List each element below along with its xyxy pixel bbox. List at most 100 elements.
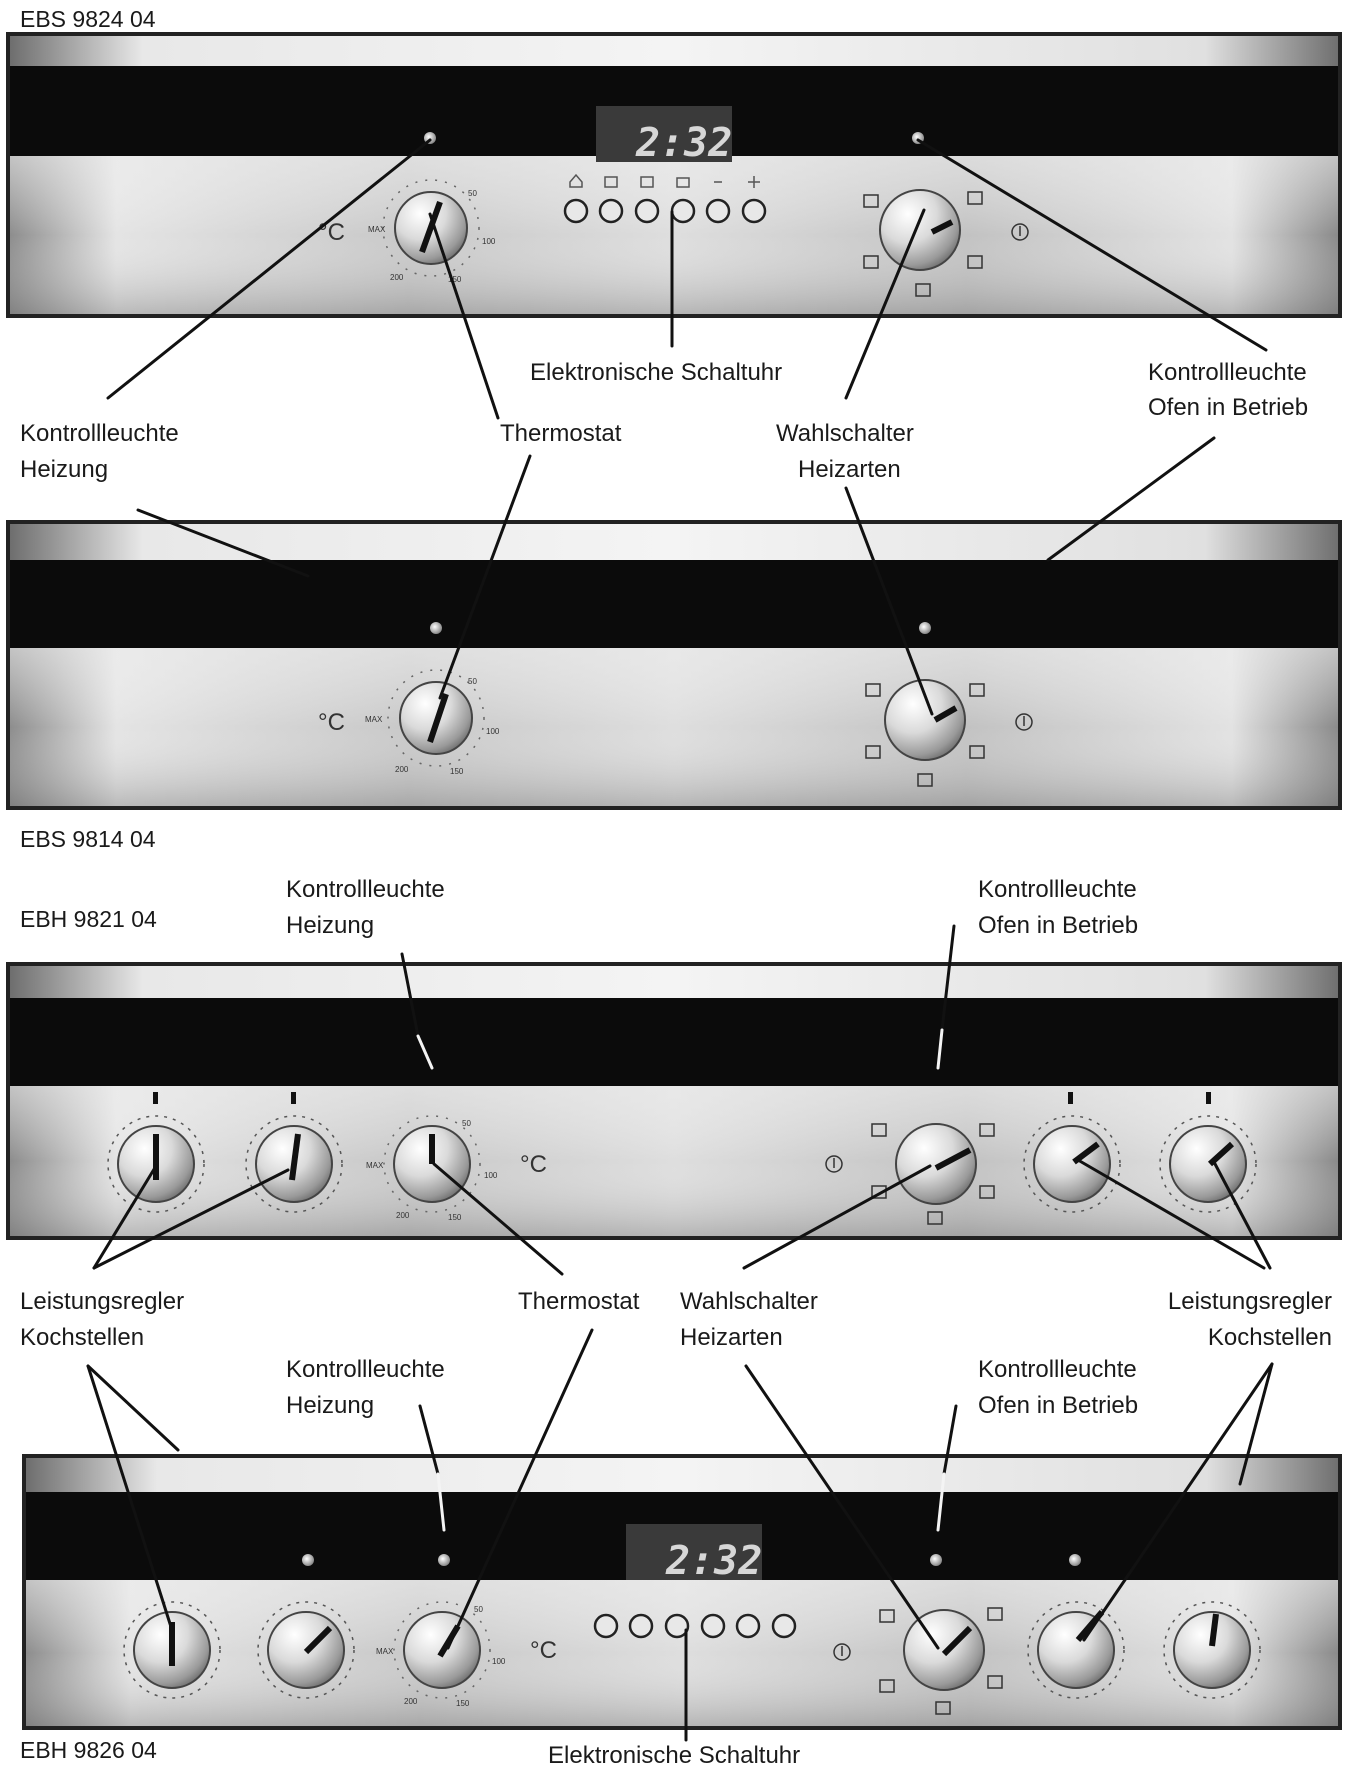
thermo-200-tick: 200	[395, 765, 409, 774]
label-power-left-1: Leistungsregler	[20, 1288, 185, 1315]
oven-light-icon	[930, 1554, 942, 1566]
label-selector-mid-1: Wahlschalter	[680, 1288, 818, 1315]
heating-mode-icon	[865, 683, 881, 697]
timer-button-minus[interactable]	[735, 1613, 761, 1639]
thermo-200-tick: 200	[396, 1211, 410, 1220]
heating-mode-icon	[917, 773, 933, 787]
thermo-150-tick: 150	[448, 1213, 462, 1222]
thermo-max-tick: MAX	[368, 225, 386, 234]
thermo-150-tick: 150	[456, 1699, 470, 1708]
heating-mode-icon	[915, 283, 931, 297]
celsius-symbol: °C	[318, 709, 345, 736]
thermo-100-tick: 100	[492, 1657, 506, 1666]
label-thermostat-mid: Thermostat	[518, 1288, 640, 1315]
model-ebh-9821: EBH 9821 04	[20, 906, 157, 932]
timer-display-time: 2:32	[665, 1538, 762, 1584]
label-oven-light-mid-1: Kontrollleuchte	[978, 876, 1137, 903]
clock-button-icon	[569, 173, 760, 188]
heating-mode-icon	[935, 1701, 951, 1715]
power-icon	[833, 1643, 851, 1661]
power-icon	[1015, 713, 1033, 731]
celsius-symbol: °C	[318, 219, 345, 246]
thermo-100-tick: 100	[486, 727, 500, 736]
label-selector-mid-2: Heizarten	[680, 1324, 783, 1351]
heating-mode-icon	[863, 194, 879, 208]
timer-button-1[interactable]	[563, 198, 589, 224]
label-selector-top-1: Wahlschalter	[776, 420, 914, 447]
model-ebh-9826: EBH 9826 04	[20, 1737, 157, 1763]
timer-button-4[interactable]	[670, 198, 696, 224]
label-heating-light-mid-1: Kontrollleuchte	[286, 876, 445, 903]
model-ebs-9814: EBS 9814 04	[20, 826, 156, 852]
timer-button-plus[interactable]	[771, 1613, 797, 1639]
celsius-symbol: °C	[530, 1637, 557, 1664]
thermo-150-tick: 150	[448, 275, 462, 284]
label-power-right-2: Kochstellen	[1207, 1324, 1332, 1351]
timer-button-3[interactable]	[634, 198, 660, 224]
heating-light-icon	[438, 1554, 450, 1566]
panel-ebh-9821: MAX 200 150 100 50 °C	[6, 962, 1342, 1240]
timer-button-3[interactable]	[664, 1613, 690, 1639]
label-oven-light-top-2: Ofen in Betrieb	[1148, 394, 1309, 421]
heating-mode-icon	[879, 1609, 895, 1623]
heating-mode-icon	[969, 683, 985, 697]
thermo-150-tick: 150	[450, 767, 464, 776]
label-selector-top-2: Heizarten	[798, 456, 901, 483]
label-oven-light-top-1: Kontrollleuchte	[1148, 359, 1307, 386]
thermo-max-tick: MAX	[365, 715, 383, 724]
timer-display	[596, 106, 732, 162]
label-oven-light-bottom-1: Kontrollleuchte	[978, 1356, 1137, 1383]
celsius-symbol: °C	[520, 1151, 547, 1178]
timer-button-2[interactable]	[628, 1613, 654, 1639]
timer-button-minus[interactable]	[705, 198, 731, 224]
heating-light-icon	[430, 622, 442, 634]
timer-button-2[interactable]	[598, 198, 624, 224]
thermo-200-tick: 200	[390, 273, 404, 282]
heating-mode-icon	[987, 1675, 1003, 1689]
thermo-50-tick: 50	[468, 189, 477, 198]
model-ebs-9824: EBS 9824 04	[20, 6, 156, 32]
label-thermostat-top: Thermostat	[500, 420, 622, 447]
heating-mode-icon	[865, 745, 881, 759]
label-power-left-2: Kochstellen	[20, 1324, 145, 1351]
heating-mode-selector-knob[interactable]	[879, 189, 961, 271]
thermo-50-tick: 50	[474, 1605, 483, 1614]
panel-ebh-9826: 2:32 MAX 200 150 100 50 °C	[22, 1454, 1342, 1730]
thermo-max-tick: MAX	[376, 1647, 394, 1656]
light-indicator-icon	[1069, 1554, 1081, 1566]
heating-mode-icon	[927, 1211, 943, 1225]
heating-mode-icon	[987, 1607, 1003, 1621]
label-heating-light-top-2: Heizung	[20, 456, 109, 483]
heating-mode-selector-knob[interactable]	[884, 679, 966, 761]
panel-ebs-9824: 2:32 °C MAX 200 150 100 50	[6, 32, 1342, 318]
hob-power-knob-4[interactable]	[1169, 1125, 1247, 1203]
power-icon	[1011, 223, 1029, 241]
oven-light-icon	[919, 622, 931, 634]
timer-button-plus[interactable]	[741, 198, 767, 224]
hob-power-knob-4[interactable]	[1173, 1611, 1251, 1689]
timer-button-1[interactable]	[593, 1613, 619, 1639]
timer-button-4[interactable]	[700, 1613, 726, 1639]
label-heating-light-mid-2: Heizung	[286, 912, 375, 939]
label-timer-top: Elektronische Schaltuhr	[530, 359, 783, 386]
thermo-max-tick: MAX	[366, 1161, 384, 1170]
hob-power-knob-3[interactable]	[1037, 1611, 1115, 1689]
heating-mode-icon	[979, 1123, 995, 1137]
heating-mode-selector-knob[interactable]	[895, 1123, 977, 1205]
timer-buttons	[593, 1613, 797, 1639]
timer-display-time: 2:32	[635, 120, 732, 166]
label-timer-bottom: Elektronische Schaltuhr	[548, 1742, 801, 1769]
heating-mode-icon	[967, 191, 983, 205]
light-indicator-icon	[302, 1554, 314, 1566]
label-oven-light-bottom-2: Ofen in Betrieb	[978, 1392, 1139, 1419]
hob-power-knob-3[interactable]	[1033, 1125, 1111, 1203]
thermo-200-tick: 200	[404, 1697, 418, 1706]
thermo-50-tick: 50	[462, 1119, 471, 1128]
label-heating-light-bottom-2: Heizung	[286, 1392, 375, 1419]
panel-ebs-9814: °C MAX 200 150 100 50	[6, 520, 1342, 810]
thermo-100-tick: 100	[482, 237, 496, 246]
heating-mode-icon	[871, 1185, 887, 1199]
heating-mode-icon	[967, 255, 983, 269]
leader-lines	[86, 138, 1274, 1742]
